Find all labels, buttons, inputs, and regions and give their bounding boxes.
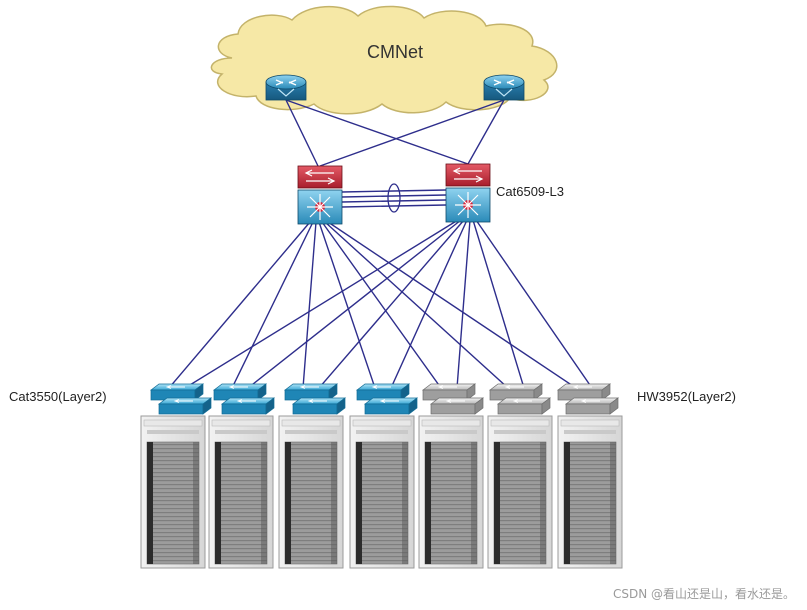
cloud-label: CMNet xyxy=(367,42,424,62)
hw3952-1 xyxy=(421,383,485,415)
router-right xyxy=(483,74,525,101)
cat3550-3 xyxy=(283,383,347,415)
link-router-left-core-right xyxy=(285,99,469,165)
core-switch-left xyxy=(297,165,343,225)
access-switches xyxy=(149,383,620,415)
link-core-left-access xyxy=(168,221,311,389)
server-rack xyxy=(278,415,344,569)
core-switch-label: Cat6509-L3 xyxy=(496,184,564,199)
server-rack xyxy=(349,415,415,569)
link-core-right-access xyxy=(247,219,462,389)
core-switch-right xyxy=(445,163,491,223)
server-racks xyxy=(140,415,623,569)
cat3550-1 xyxy=(149,383,213,415)
link-core-trunk xyxy=(341,189,447,193)
server-rack xyxy=(487,415,553,569)
cat3550-2 xyxy=(212,383,276,415)
trunk-bundle-icon xyxy=(387,183,401,213)
link-core-right-access xyxy=(184,219,459,389)
link-core-left-access xyxy=(231,221,314,389)
hw3952-label: HW3952(Layer2) xyxy=(637,389,736,404)
server-rack xyxy=(418,415,484,569)
link-core-trunk xyxy=(341,194,447,198)
link-core-trunk xyxy=(341,199,447,203)
server-rack xyxy=(557,415,623,569)
link-core-right-access xyxy=(318,219,465,389)
link-core-right-access xyxy=(390,219,468,389)
link-core-trunk xyxy=(341,204,447,208)
link-core-left-access xyxy=(302,221,317,389)
link-core-right-access xyxy=(472,219,525,389)
server-rack xyxy=(208,415,274,569)
link-core-left-access xyxy=(324,221,509,389)
links xyxy=(168,99,593,389)
server-rack xyxy=(140,415,206,569)
hw3952-2 xyxy=(488,383,552,415)
hw3952-3 xyxy=(556,383,620,415)
link-core-right-access xyxy=(456,219,471,389)
link-core-left-access xyxy=(327,221,577,389)
link-router-right-core-left xyxy=(319,99,505,167)
cat3550-4 xyxy=(355,383,419,415)
cat3550-label: Cat3550(Layer2) xyxy=(9,389,107,404)
csdn-watermark: CSDN @看山还是山，看水还是。 xyxy=(612,587,795,601)
link-core-left-access xyxy=(318,221,376,389)
link-router-left-core-left xyxy=(285,99,319,167)
router-left xyxy=(265,74,307,101)
link-core-right-access xyxy=(475,219,593,389)
link-router-right-core-right xyxy=(467,99,505,165)
link-core-left-access xyxy=(321,221,442,389)
